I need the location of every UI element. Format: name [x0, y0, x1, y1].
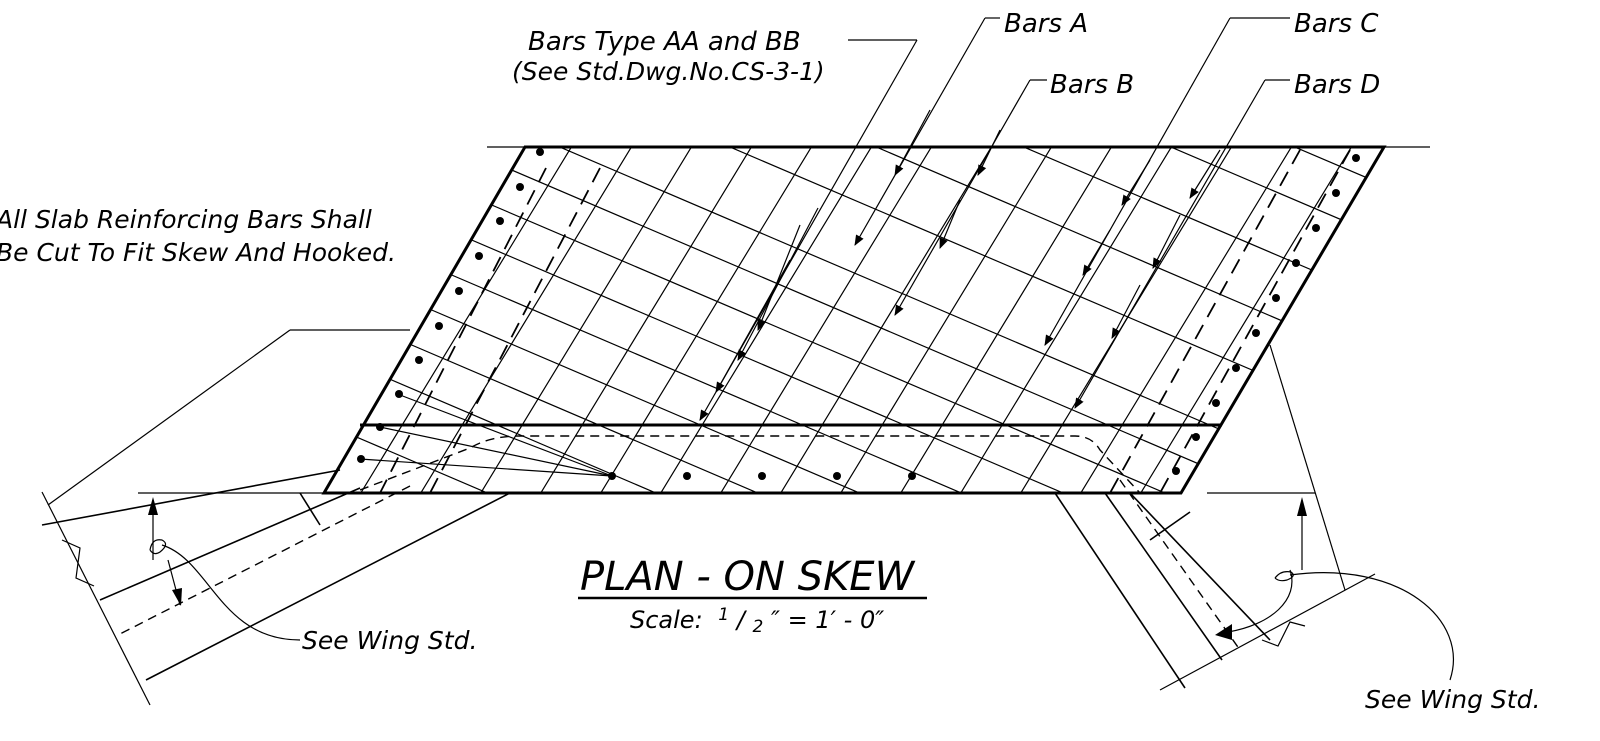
right-dashed-bar-2: [1159, 149, 1351, 493]
left-skew-angle-dimension: [148, 497, 301, 641]
leader-bars-b: [894, 79, 1047, 316]
scale-suffix: ″ = 1′ - 0″: [771, 606, 884, 634]
drawing-title: PLAN - ON SKEW: [580, 554, 916, 600]
leader-bars-aa-bb: [699, 39, 918, 421]
label-bars-aa-bb-line1: Bars Type AA and BB: [528, 27, 801, 57]
abutment-dashed-outline: [359, 435, 1141, 494]
longitudinal-bars: [339, 147, 1384, 493]
right-dashed-bar: [1109, 149, 1301, 493]
leader-bars-a: [854, 17, 1000, 246]
right-skew-angle-dimension: [1215, 497, 1455, 681]
right-wing-wall: [1054, 344, 1376, 691]
scale-label: Scale: 1 / 2 ″ = 1′ - 0″: [630, 598, 884, 638]
label-bars-b: Bars B: [1050, 70, 1134, 100]
scale-fraction-slash: /: [735, 606, 748, 634]
reinforcing-bar-grid: [324, 147, 1384, 493]
label-bars-aa-bb-line2: (See Std.Dwg.No.CS-3-1): [512, 57, 825, 86]
bar-end-dots: [357, 148, 1360, 480]
leader-bars-d: [1074, 79, 1290, 409]
label-see-wing-std-right: See Wing Std.: [1365, 685, 1540, 714]
label-bars-a: Bars A: [1004, 9, 1088, 39]
label-see-wing-std-left: See Wing Std.: [302, 626, 477, 655]
left-dashed-bar: [379, 167, 547, 493]
leader-bars-c: [1044, 17, 1290, 346]
scale-numerator: 1: [718, 605, 729, 625]
transverse-bars: [324, 147, 1381, 493]
slab-outline: [321, 145, 1387, 495]
label-bars-c: Bars C: [1294, 9, 1379, 39]
left-dashed-bar-2: [429, 167, 601, 493]
label-bars-d: Bars D: [1294, 70, 1380, 100]
fan-bars: [359, 394, 613, 477]
scale-prefix: Scale:: [630, 606, 703, 634]
left-wing-wall: [41, 329, 511, 706]
note-line-2: Be Cut To Fit Skew And Hooked.: [0, 238, 396, 267]
note-line-1: All Slab Reinforcing Bars Shall: [0, 205, 372, 234]
scale-denominator: 2: [753, 617, 764, 637]
